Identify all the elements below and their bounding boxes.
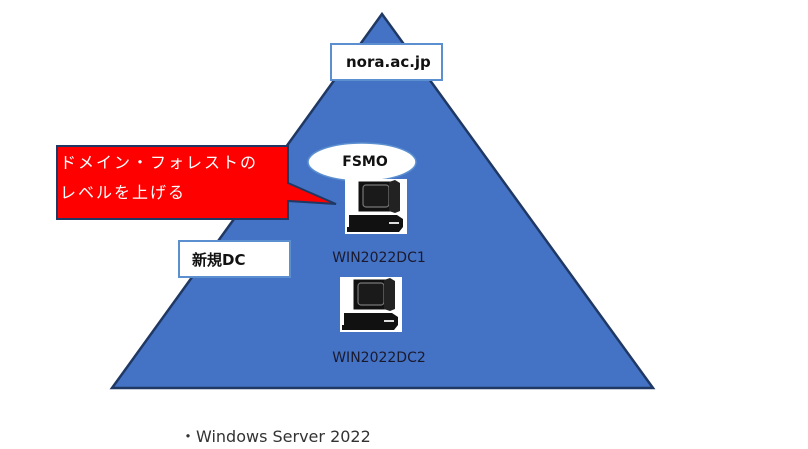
footnote-text: ・Windows Server 2022	[180, 427, 371, 446]
server-name-dc2: WIN2022DC2	[332, 350, 426, 366]
new-dc-label: 新規DC	[178, 240, 291, 278]
domain-name-label: nora.ac.jp	[330, 43, 443, 81]
fsmo-label: FSMO	[342, 154, 388, 170]
server-name-dc1: WIN2022DC1	[332, 250, 426, 266]
callout-line-1: ドメイン・フォレストの	[60, 153, 259, 172]
computer-icon	[340, 277, 402, 332]
callout-shape	[56, 145, 337, 220]
callout-text: ドメイン・フォレストの レベルを上げる	[60, 148, 285, 218]
new-dc-text: 新規DC	[192, 250, 246, 269]
computer-icon	[345, 179, 407, 234]
callout-line-2: レベルを上げる	[60, 183, 187, 202]
domain-name-text: nora.ac.jp	[346, 53, 431, 71]
